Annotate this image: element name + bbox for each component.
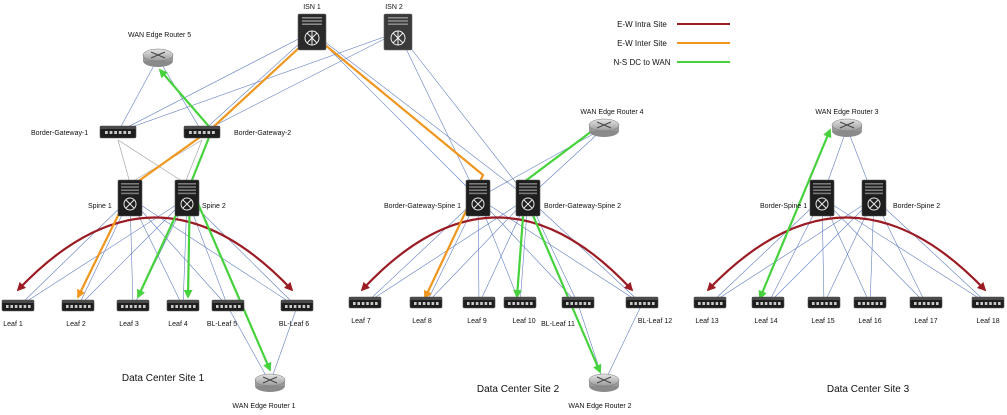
site3-title: Data Center Site 3 xyxy=(827,384,910,395)
leaf-switch-13 xyxy=(693,296,727,309)
leaf-switch-10 xyxy=(503,296,537,309)
legend: E-W Intra Site E-W Inter Site N-S DC to … xyxy=(613,20,730,67)
leaf-label: BL-Leaf 12 xyxy=(638,318,672,325)
inter-site-flow xyxy=(77,33,485,300)
border-spine-2-switch xyxy=(861,179,887,217)
spine-1-label: Spine 1 xyxy=(88,203,112,210)
leaf-label: Leaf 14 xyxy=(754,318,777,325)
leaf-switch-4 xyxy=(166,299,200,312)
leaf-label: Leaf 15 xyxy=(811,318,834,325)
north-south-flow-router3 xyxy=(758,128,832,300)
wan-edge-router-2 xyxy=(588,373,620,392)
wan-edge-router-4 xyxy=(588,118,620,137)
leaf-label: Leaf 16 xyxy=(858,318,881,325)
border-gateway-1-switch xyxy=(99,125,137,139)
leaf-label: Leaf 13 xyxy=(695,318,718,325)
border-spine-1-label: Border-Spine 1 xyxy=(760,203,807,210)
leaf-label: BL-Leaf 6 xyxy=(279,321,309,328)
leaf-label: Leaf 2 xyxy=(66,321,86,328)
leaf-label: Leaf 8 xyxy=(412,318,432,325)
wan-edge-router-3 xyxy=(831,118,863,137)
border-gateway-spine-2-switch xyxy=(515,179,541,217)
bgw-spine-2-label: Border-Gateway-Spine 2 xyxy=(544,203,621,210)
wan-edge-router-1-label: WAN Edge Router 1 xyxy=(232,403,295,410)
leaf-label: Leaf 7 xyxy=(351,318,371,325)
legend-label-intra-site: E-W Intra Site xyxy=(617,20,667,29)
leaf-switch-3 xyxy=(116,299,150,312)
leaf-label: Leaf 17 xyxy=(914,318,937,325)
intra-site-flow-site3 xyxy=(706,216,987,292)
spine-2-label: Spine 2 xyxy=(202,203,226,210)
leaf-switch-7 xyxy=(348,296,382,309)
north-south-flow-router1 xyxy=(188,184,272,372)
spine-2-switch xyxy=(174,179,200,217)
intra-site-flow-site2 xyxy=(360,216,634,292)
isn1-label: ISN 1 xyxy=(303,4,321,11)
north-south-flow-router5 xyxy=(136,68,214,299)
leaf-label: Leaf 4 xyxy=(168,321,188,328)
wan-edge-router-1 xyxy=(254,373,286,392)
wan-edge-router-4-label: WAN Edge Router 4 xyxy=(580,109,643,116)
intra-site-flow-site1 xyxy=(16,216,294,292)
spine-1-switch xyxy=(117,179,143,217)
border-spine-1-switch xyxy=(809,179,835,217)
wan-edge-router-5-label: WAN Edge Router 5 xyxy=(128,32,191,39)
isn-1-switch xyxy=(297,13,327,51)
leaf-switch-15 xyxy=(807,296,841,309)
border-gateway-1-label: Border-Gateway-1 xyxy=(31,130,88,137)
isn-2-switch xyxy=(383,13,413,51)
leaf-label: BL-Leaf 11 xyxy=(541,321,575,328)
physical-links xyxy=(17,31,989,384)
leaf-switch-17 xyxy=(909,296,943,309)
leaf-switch-2 xyxy=(61,299,95,312)
leaf-switch-1 xyxy=(1,299,35,312)
legend-label-inter-site: E-W Inter Site xyxy=(617,39,667,48)
isn2-label: ISN 2 xyxy=(385,4,403,11)
north-south-flow-router4 xyxy=(519,123,602,186)
wan-edge-router-2-label: WAN Edge Router 2 xyxy=(568,403,631,410)
legend-label-north-south: N-S DC to WAN xyxy=(613,58,670,67)
site2-title: Data Center Site 2 xyxy=(477,384,560,395)
leaf-label: Leaf 18 xyxy=(976,318,999,325)
leaf-switch-6 xyxy=(280,299,314,312)
site1-title: Data Center Site 1 xyxy=(122,373,205,384)
leaf-switch-18 xyxy=(971,296,1005,309)
leaf-switch-16 xyxy=(853,296,887,309)
border-gateway-spine-1-switch xyxy=(465,179,491,217)
leaf-label: Leaf 1 xyxy=(3,321,23,328)
leaf-switch-5 xyxy=(211,299,245,312)
leaf-label: Leaf 3 xyxy=(119,321,139,328)
leaf-label: BL-Leaf 5 xyxy=(207,321,237,328)
wan-edge-router-3-label: WAN Edge Router 3 xyxy=(815,109,878,116)
leaf-switch-14 xyxy=(751,296,785,309)
leaf-switch-8 xyxy=(409,296,443,309)
border-gateway-2-switch xyxy=(183,125,221,139)
leaf-switch-12 xyxy=(625,296,659,309)
leaf-label: Leaf 9 xyxy=(467,318,487,325)
leaf-label: Leaf 10 xyxy=(512,318,535,325)
bgw-spine-1-label: Border-Gateway-Spine 1 xyxy=(384,203,461,210)
border-gateway-2-label: Border-Gateway-2 xyxy=(234,130,291,137)
leaf-switch-11 xyxy=(561,296,595,309)
leaf-switch-9 xyxy=(462,296,496,309)
wan-edge-router-5 xyxy=(142,48,174,67)
border-gateway-mesh-links xyxy=(117,139,203,184)
border-spine-2-label: Border-Spine 2 xyxy=(893,203,940,210)
